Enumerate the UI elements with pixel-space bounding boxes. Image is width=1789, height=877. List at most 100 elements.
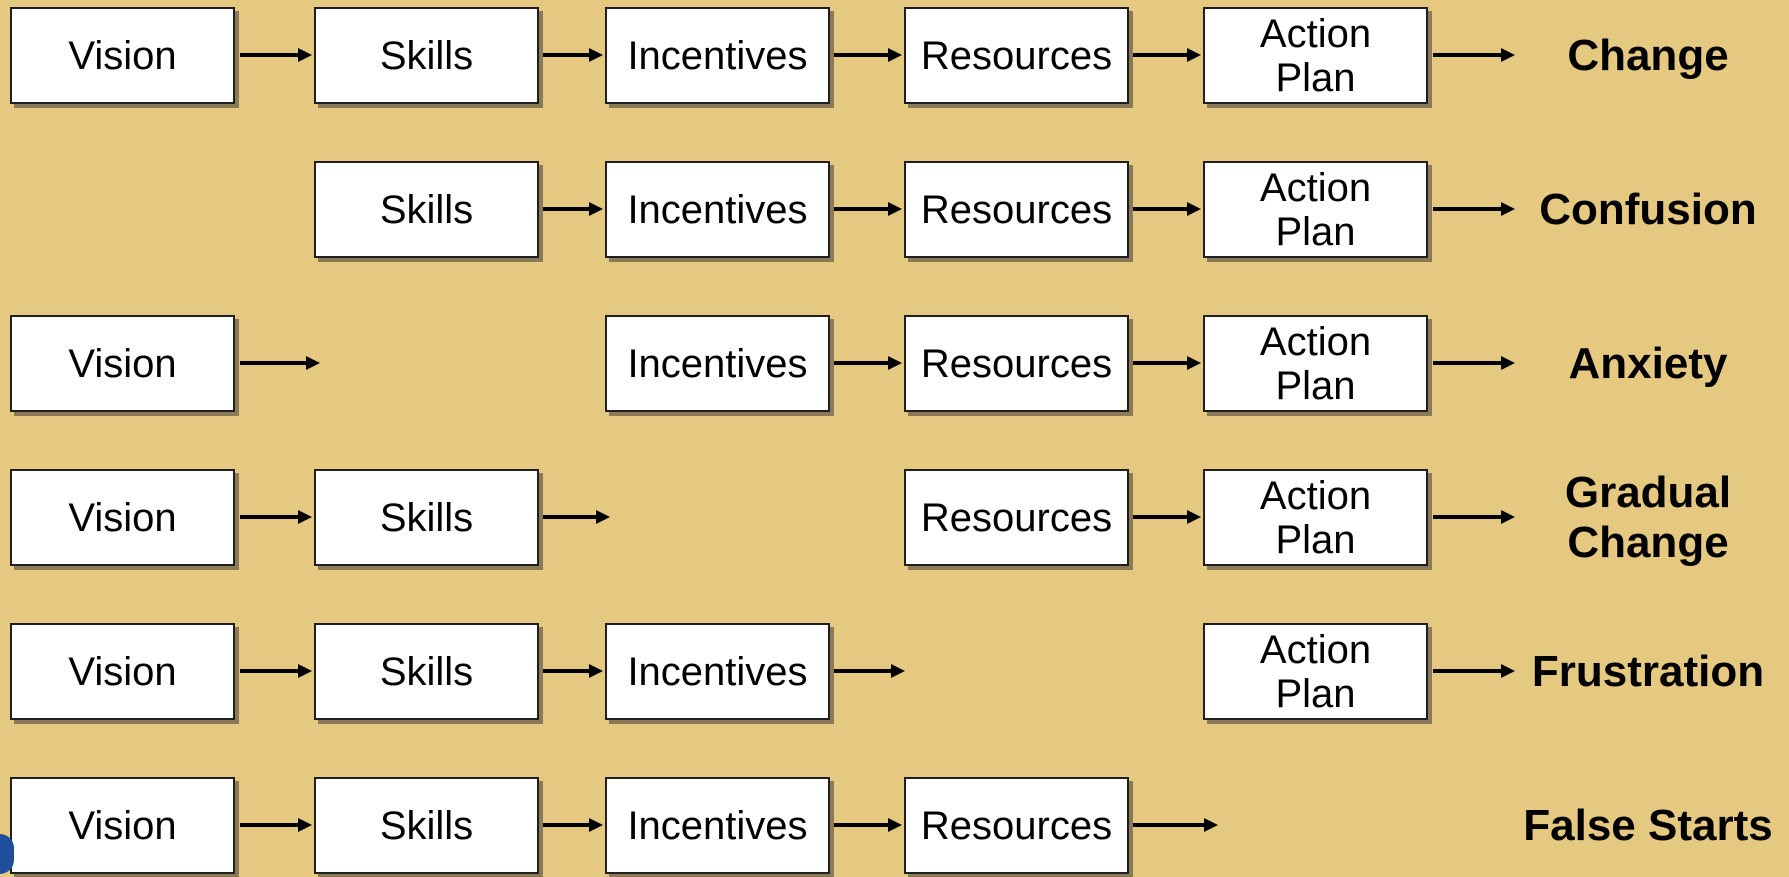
- step-label: Vision: [68, 495, 177, 540]
- step-box-vision: Vision: [10, 315, 235, 412]
- arrow-head: [1187, 510, 1201, 524]
- diagram-row: Vision Skills Incentives Resources Action Pl…: [0, 7, 1789, 107]
- diagram-row: Vision Incentives Resources Action Plan Anxi…: [0, 315, 1789, 415]
- step-box-action-plan: Action Plan: [1203, 623, 1428, 720]
- flow-arrow: [1433, 661, 1515, 681]
- flow-arrow: [543, 661, 603, 681]
- arrow-head: [589, 48, 603, 62]
- step-label: Action Plan: [1259, 473, 1372, 562]
- step-label: Resources: [920, 341, 1113, 386]
- step-box-skills: Skills: [314, 777, 539, 874]
- step-label: Incentives: [627, 341, 808, 386]
- flow-arrow: [834, 815, 902, 835]
- arrow-head: [1187, 48, 1201, 62]
- step-label: Action Plan: [1259, 11, 1372, 100]
- arrow-head: [596, 510, 610, 524]
- flow-arrow: [1433, 353, 1515, 373]
- arrow-head: [298, 818, 312, 832]
- step-box-vision: Vision: [10, 623, 235, 720]
- flow-arrow: [240, 45, 312, 65]
- step-box-incentives: Incentives: [605, 777, 830, 874]
- step-box-resources: Resources: [904, 469, 1129, 566]
- outcome-label: Change: [1523, 7, 1773, 104]
- flow-arrow: [240, 507, 312, 527]
- logo-fragment: [0, 834, 14, 874]
- step-box-action-plan: Action Plan: [1203, 315, 1428, 412]
- arrow-head: [589, 202, 603, 216]
- flow-arrow: [1133, 353, 1201, 373]
- step-box-skills: Skills: [314, 469, 539, 566]
- step-label: Resources: [920, 187, 1113, 232]
- outcome-text: Change: [1567, 30, 1729, 80]
- flow-arrow: [834, 45, 902, 65]
- arrow-head: [298, 664, 312, 678]
- step-label: Skills: [379, 495, 474, 540]
- flow-arrow: [1433, 507, 1515, 527]
- step-label: Action Plan: [1259, 627, 1372, 716]
- arrow-head: [888, 48, 902, 62]
- outcome-text: Anxiety: [1568, 338, 1728, 388]
- arrow-head: [888, 202, 902, 216]
- step-label: Skills: [379, 33, 474, 78]
- flow-arrow: [1133, 507, 1201, 527]
- arrow-head: [1501, 664, 1515, 678]
- arrow-head: [888, 818, 902, 832]
- step-box-resources: Resources: [904, 315, 1129, 412]
- step-box-incentives: Incentives: [605, 623, 830, 720]
- step-box-action-plan: Action Plan: [1203, 7, 1428, 104]
- step-label: Resources: [920, 33, 1113, 78]
- step-box-resources: Resources: [904, 7, 1129, 104]
- step-box-resources: Resources: [904, 161, 1129, 258]
- arrow-head: [298, 510, 312, 524]
- step-label: Incentives: [627, 33, 808, 78]
- step-box-skills: Skills: [314, 623, 539, 720]
- step-box-skills: Skills: [314, 161, 539, 258]
- flow-arrow: [543, 45, 603, 65]
- flow-arrow: [834, 353, 902, 373]
- step-label: Vision: [68, 649, 177, 694]
- arrow-head: [1187, 356, 1201, 370]
- arrow-head: [589, 664, 603, 678]
- step-box-skills: Skills: [314, 7, 539, 104]
- flow-arrow: [1133, 815, 1218, 835]
- arrow-head: [888, 356, 902, 370]
- arrow-head: [1501, 510, 1515, 524]
- arrow-head: [1187, 202, 1201, 216]
- outcome-label: Gradual Change: [1523, 467, 1773, 567]
- outcome-text: Gradual Change: [1564, 467, 1732, 567]
- flow-arrow: [240, 353, 320, 373]
- step-box-resources: Resources: [904, 777, 1129, 874]
- outcome-label: Confusion: [1523, 161, 1773, 258]
- flow-arrow: [1433, 45, 1515, 65]
- arrow-head: [1501, 48, 1515, 62]
- arrow-head: [589, 818, 603, 832]
- step-box-incentives: Incentives: [605, 315, 830, 412]
- step-label: Resources: [920, 803, 1113, 848]
- step-label: Skills: [379, 803, 474, 848]
- outcome-text: Frustration: [1531, 646, 1765, 696]
- flow-arrow: [543, 815, 603, 835]
- flow-arrow: [1133, 199, 1201, 219]
- step-label: Incentives: [627, 803, 808, 848]
- step-box-incentives: Incentives: [605, 7, 830, 104]
- flow-arrow: [240, 815, 312, 835]
- step-label: Action Plan: [1259, 319, 1372, 408]
- arrow-head: [1501, 356, 1515, 370]
- step-box-vision: Vision: [10, 7, 235, 104]
- flow-arrow: [543, 507, 610, 527]
- arrow-head: [298, 48, 312, 62]
- outcome-text: Confusion: [1539, 184, 1757, 234]
- flow-arrow: [240, 661, 312, 681]
- outcome-label: Anxiety: [1523, 315, 1773, 412]
- step-box-incentives: Incentives: [605, 161, 830, 258]
- arrow-head: [306, 356, 320, 370]
- step-label: Incentives: [627, 649, 808, 694]
- flow-arrow: [543, 199, 603, 219]
- step-label: Incentives: [627, 187, 808, 232]
- arrow-head: [1501, 202, 1515, 216]
- diagram-row: Vision Skills Resources Action Plan Gradual …: [0, 467, 1789, 569]
- outcome-text: False Starts: [1523, 800, 1773, 850]
